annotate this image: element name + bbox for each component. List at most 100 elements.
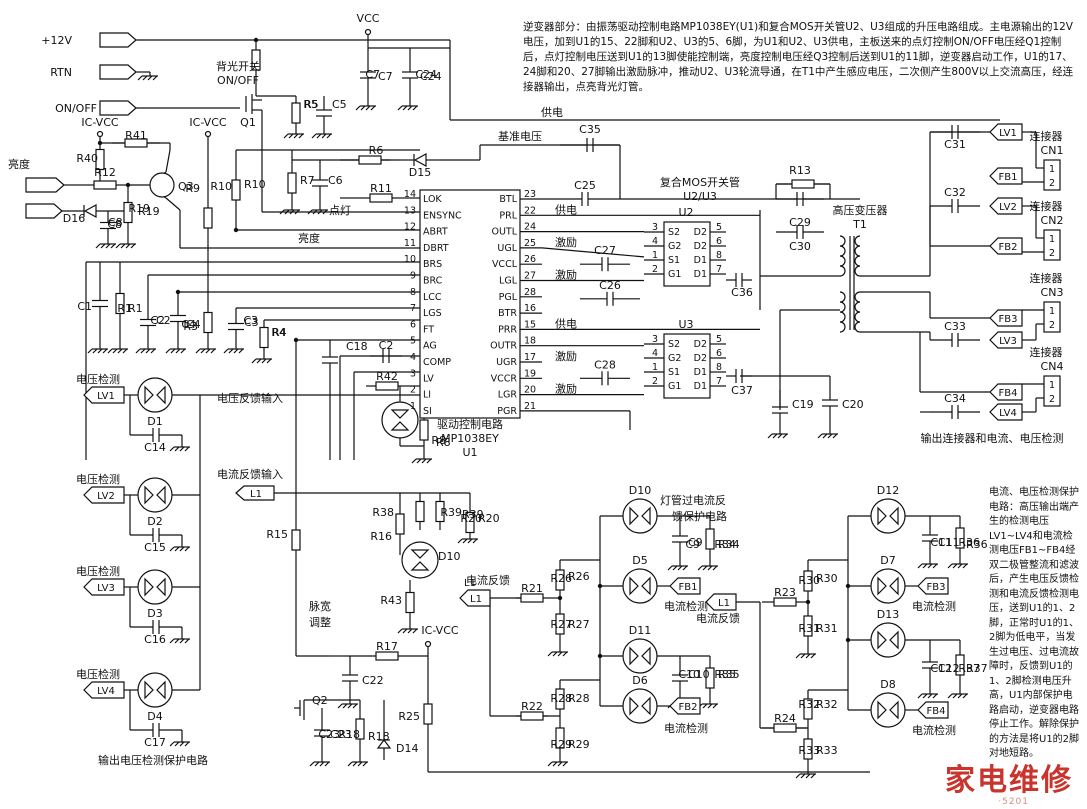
u2-pin-name: D2	[694, 241, 707, 252]
r5-lbl: R5	[304, 98, 319, 111]
u1-part: MP1038EY	[441, 432, 499, 445]
connector-pin: 2	[1049, 320, 1055, 331]
u1-pin-name: BTL	[499, 194, 517, 205]
diode-element	[889, 506, 899, 526]
u1-pin-name: VCCR	[491, 373, 518, 384]
fb2o-label: FB2	[999, 242, 1018, 253]
u1-pin-num: 24	[524, 222, 536, 233]
resistor	[415, 500, 425, 523]
d15-label: D15	[409, 166, 431, 179]
wire	[142, 75, 148, 81]
resistor	[369, 193, 393, 203]
d-label: D2	[147, 515, 162, 528]
resistor	[803, 615, 813, 637]
u1-pin-num: 11	[404, 238, 416, 249]
u1-pin-num: 5	[410, 336, 416, 347]
junction	[557, 595, 563, 601]
diode-label: D13	[877, 608, 899, 621]
wire	[795, 653, 801, 659]
wire	[557, 651, 563, 657]
u2-pin-name: D2	[694, 227, 707, 238]
u1-pin-name: LV	[423, 373, 434, 384]
resistor	[419, 419, 429, 441]
c5-lbl: C5	[332, 98, 347, 111]
dual-diode	[137, 569, 173, 605]
diode-element	[629, 696, 639, 716]
u2-pin-name: D1	[694, 255, 707, 266]
wire	[817, 433, 823, 439]
resistor-label: R42	[376, 370, 398, 383]
resistor-label: R18	[338, 728, 360, 741]
fb2o-flag	[989, 237, 1023, 255]
wire	[105, 243, 111, 249]
resistor-label: R26	[550, 572, 572, 585]
drive2-label: 激励	[555, 268, 577, 282]
u1-pin-name: PGR	[497, 406, 517, 417]
wire	[355, 105, 361, 111]
wire	[952, 693, 958, 699]
resistor	[355, 718, 365, 740]
wire	[397, 105, 403, 111]
wire	[179, 546, 185, 552]
junction	[125, 182, 131, 188]
u2-pin-num: 5	[716, 222, 722, 233]
voltage-detect-label: 电压检测	[76, 472, 120, 486]
t1-label: T1	[852, 218, 867, 231]
u1-pin-name: BTR	[498, 308, 517, 319]
junction	[233, 227, 239, 233]
wire	[342, 703, 348, 709]
wire	[397, 628, 403, 634]
mos-sub: U2/U3	[683, 190, 717, 203]
r36-lbl: R36	[966, 538, 988, 551]
u1-pin-num: 6	[410, 319, 416, 330]
resistor-label: R37	[958, 662, 980, 675]
ifb-a-label: 电流反馈	[466, 573, 510, 587]
wire	[472, 538, 478, 544]
diode-element	[889, 576, 899, 596]
r33-lbl: R33	[816, 744, 838, 757]
resistor	[395, 513, 405, 535]
r26-lbl: R26	[568, 570, 590, 583]
resistor	[555, 688, 565, 710]
connector-name: CN2	[1041, 214, 1064, 227]
wire	[112, 348, 118, 354]
u3-pin-num: 6	[716, 348, 722, 359]
wire	[782, 433, 788, 439]
capacitor-label: C28	[594, 358, 616, 371]
capacitor-label: C24	[415, 68, 437, 81]
icvcc2-node	[204, 130, 212, 138]
wire	[562, 761, 568, 767]
t1-secondary	[854, 291, 861, 333]
supply2-label: 供电	[555, 316, 577, 330]
wire	[805, 773, 811, 779]
voltage-detect-label: 电压检测	[76, 372, 120, 386]
wire	[777, 433, 783, 439]
diode-element	[641, 646, 651, 666]
u1-pin-name: VCCL	[492, 259, 518, 270]
wire	[697, 565, 703, 571]
mos-title: 复合MOS开关管	[660, 175, 740, 189]
wire	[261, 358, 267, 364]
u2-label: U2	[678, 206, 693, 219]
c2-lbl: C2	[156, 314, 171, 327]
lv2o-label: LV2	[999, 202, 1017, 213]
connector-pin: 2	[1049, 248, 1055, 259]
wire	[180, 348, 186, 354]
dual-diode-d10	[401, 541, 439, 579]
wire	[795, 773, 801, 779]
wire	[947, 693, 953, 699]
u1-pin-num: 7	[410, 303, 416, 314]
resistor-label: R17	[376, 640, 398, 653]
diode-element	[641, 576, 651, 596]
capacitor-label: C26	[599, 279, 621, 292]
wire	[174, 546, 180, 552]
fb2-flag	[669, 697, 701, 715]
wire	[772, 433, 778, 439]
u1-pin-name: BRS	[423, 259, 442, 270]
capacitor-label: C10	[678, 668, 700, 681]
u1-pin-num: 26	[524, 254, 536, 265]
drive1-label: 激励	[555, 235, 577, 249]
u2-pin-num: 4	[652, 236, 658, 247]
